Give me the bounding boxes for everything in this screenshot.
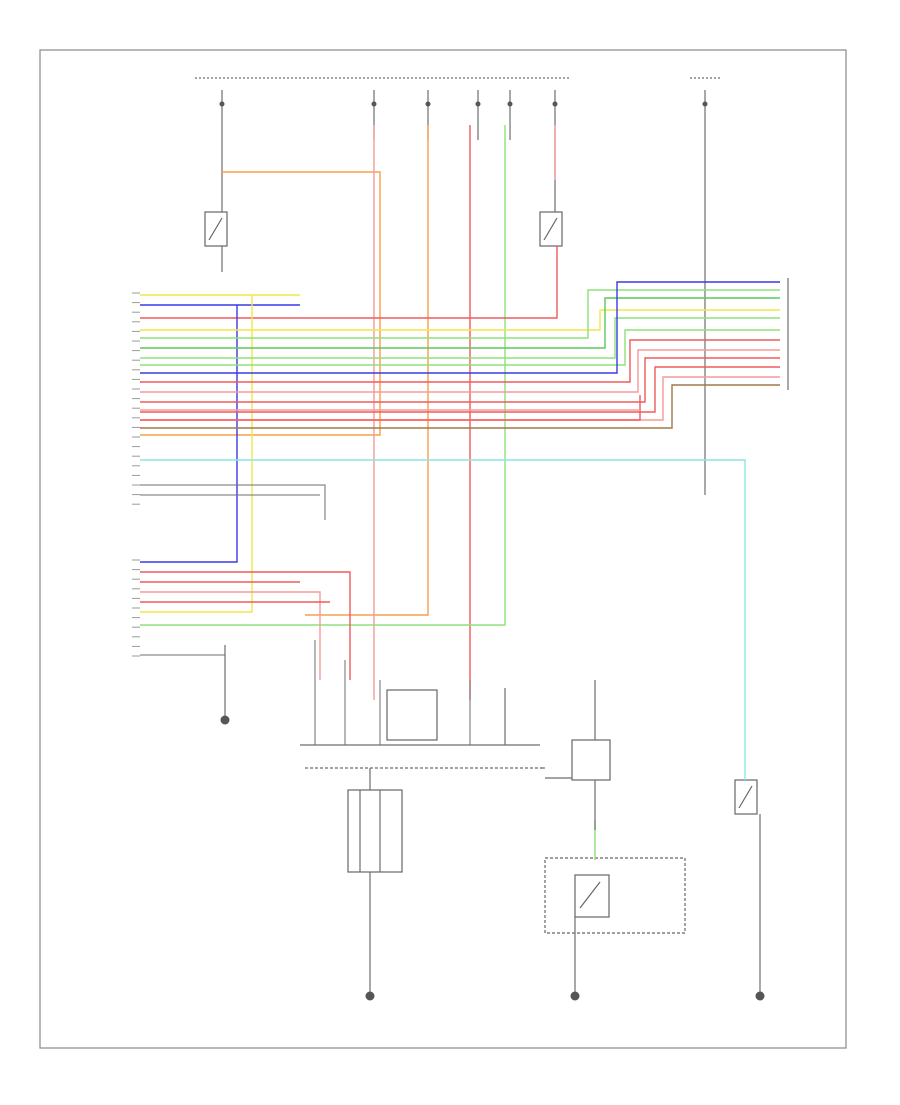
seat-belt-switch-housing [544,857,686,934]
wire-red-lower1 [140,571,351,680]
fuse-terminal [219,101,225,107]
relay-box-right [571,739,611,781]
wire-bundle-9 [140,366,780,413]
wire-red-row12 [140,395,641,421]
wire-blue-combo [140,305,238,563]
power-feeds [195,77,720,495]
wire-orange-long [305,125,429,616]
control-unit-output-box [347,789,403,873]
wire-bundle-8 [140,357,780,403]
wire-bundle-3 [140,317,780,359]
switch-arm-lower-right [738,785,753,809]
wire-bundle-10 [140,376,780,421]
wire-bundle-11 [140,384,780,429]
control-unit [224,645,761,995]
wire-bundle-2 [140,297,780,349]
wire-bundle-7 [140,349,780,393]
wire-yellow-combo [140,309,780,331]
fuse-terminal [425,101,431,107]
diagram-frame [39,49,847,1049]
fuse-terminal [552,101,558,107]
wire-black-bcm-1 [140,484,326,520]
wire-pink-lower2 [140,591,321,680]
switch-body-right [539,211,563,247]
switch-arm-right [543,217,558,241]
switches [204,140,758,934]
ground-symbol-c [570,991,580,1001]
wire-light-green-feed [140,125,506,626]
ground-symbol-a [220,715,230,725]
fuse-terminal [702,101,708,107]
switch-body-left [204,211,228,247]
switch-arm-left [208,217,223,241]
fuse-terminal [371,101,377,107]
fuse-terminal [507,101,513,107]
bcm-connector-pins [132,292,140,657]
wire-bundle-6 [140,339,780,383]
wire-bundle-5 [140,281,780,374]
fuse-terminal [475,101,481,107]
wire-bundle-4 [140,329,780,366]
ground-symbol-d [755,991,765,1001]
wire-bundle-1 [140,289,780,339]
wire-cyan [140,459,746,780]
switch-body-lower-right [734,779,758,815]
seat-belt-switch-arm [579,881,601,909]
wire-yellow-drop [140,295,253,613]
ground-symbol-b [365,991,375,1001]
seat-belt-switch-body [574,874,610,918]
wire-red-switch [140,246,558,319]
wire-orange-top [140,171,381,436]
harness-wires [140,125,780,860]
control-unit-relay [386,689,438,741]
ground-points [220,715,765,1001]
